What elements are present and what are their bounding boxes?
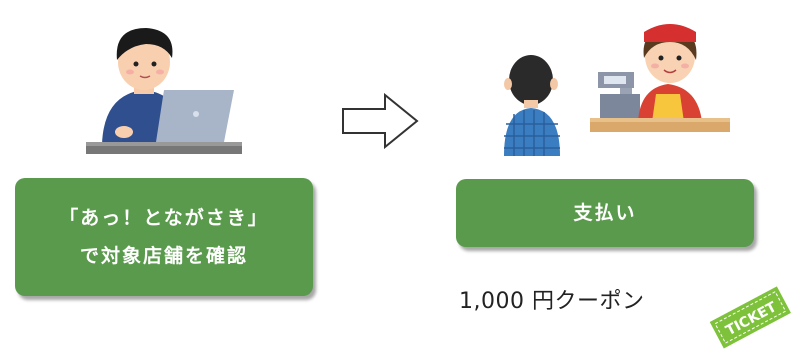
arrow-right-icon bbox=[342, 93, 419, 149]
step1-line1: 「あっ！とながさき」 bbox=[59, 207, 269, 229]
coupon-label: 1,000 円クーポン bbox=[459, 289, 645, 314]
cashier-icon bbox=[590, 24, 730, 132]
step2-label: 支払い bbox=[573, 202, 637, 224]
step1-line2: で対象店舗を確認 bbox=[79, 245, 248, 267]
customer-icon bbox=[504, 55, 560, 156]
ticket-icon: TICKET bbox=[709, 286, 791, 349]
person-laptop-icon bbox=[86, 28, 242, 154]
payment-box: 支払い bbox=[456, 179, 754, 247]
check-stores-box: 「あっ！とながさき」 で対象店舗を確認 bbox=[15, 178, 313, 296]
